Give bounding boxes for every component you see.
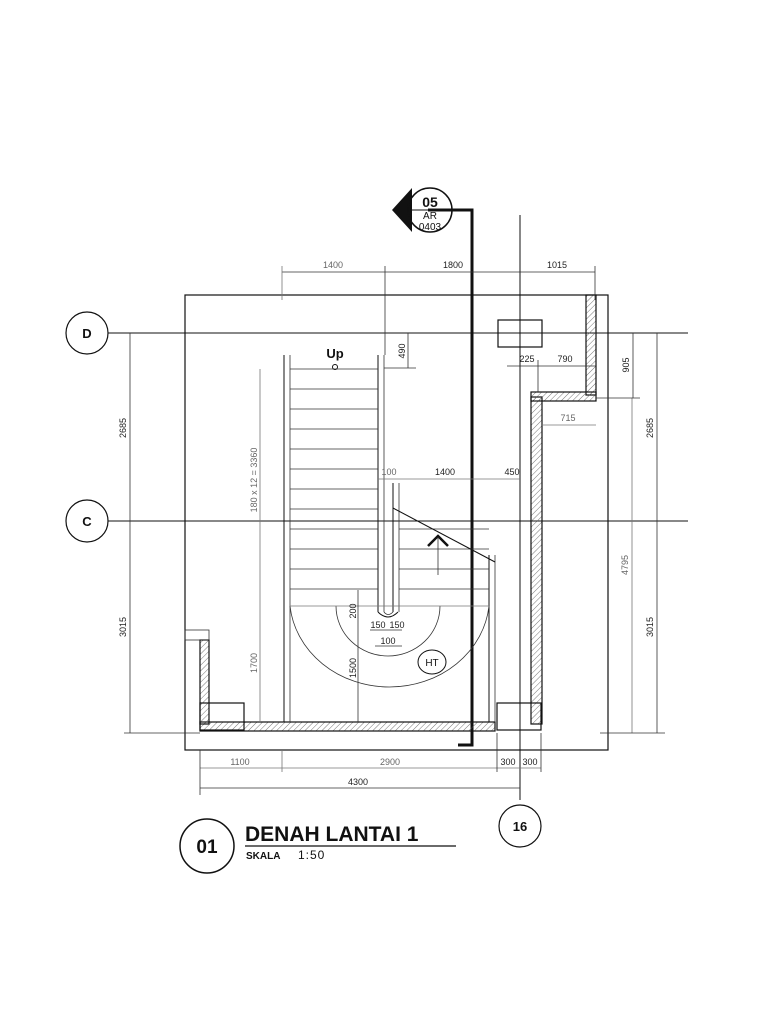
dim-inner-150b: 150 — [389, 620, 404, 630]
dim-top-1800: 1800 — [443, 260, 463, 270]
dim-inner-490: 490 — [397, 343, 407, 358]
dim-right-3015: 3015 — [645, 617, 655, 637]
dim-right-2685: 2685 — [645, 418, 655, 438]
dim-inner-150a: 150 — [370, 620, 385, 630]
stair-flight-left — [283, 355, 385, 722]
dim-inner-225: 225 — [519, 354, 534, 364]
grid-label-16: 16 — [513, 819, 527, 834]
stair-flight-right — [392, 483, 496, 722]
dim-top-1015: 1015 — [547, 260, 567, 270]
scale-label: SKALA — [246, 851, 280, 862]
up-label-group: Up — [326, 346, 344, 370]
dimension-lines — [124, 266, 665, 795]
section-sheet-number: 0403 — [419, 222, 442, 233]
grid-bubble-c: C — [65, 499, 109, 543]
dim-inner-200: 200 — [348, 603, 358, 618]
dim-right-905: 905 — [621, 357, 631, 372]
dim-inner-1500: 1500 — [348, 658, 358, 678]
plan-frame — [184, 294, 609, 751]
dim-bottom-4300: 4300 — [348, 777, 368, 787]
grid-bubble-d: D — [65, 311, 109, 355]
dim-left-3015: 3015 — [118, 617, 128, 637]
dim-bottom-300b: 300 — [522, 757, 537, 767]
grid-lines — [108, 215, 688, 800]
section-sheet-prefix: AR — [423, 211, 437, 222]
dim-inner-1700: 1700 — [249, 653, 259, 673]
dim-inner-100b: 100 — [380, 636, 395, 646]
dim-inner-790: 790 — [557, 354, 572, 364]
dim-top-1400: 1400 — [323, 260, 343, 270]
ht-label: HT — [425, 658, 438, 669]
columns — [199, 319, 543, 731]
handrail-turn — [377, 611, 399, 618]
dim-left-2685: 2685 — [118, 418, 128, 438]
grid-bubble-16: 16 — [498, 804, 542, 848]
drawing-title: DENAH LANTAI 1 — [245, 823, 419, 846]
grid-label-c: C — [82, 514, 92, 529]
scale-value: 1:50 — [298, 848, 325, 862]
dimension-texts: 1400 1800 1015 2685 3015 905 2685 3015 4… — [118, 260, 655, 787]
dim-inner-450: 450 — [504, 467, 519, 477]
walls — [184, 294, 597, 732]
title-block: 01 DENAH LANTAI 1 SKALA 1:50 — [179, 818, 456, 874]
dim-bottom-2900: 2900 — [380, 757, 400, 767]
title-number: 01 — [196, 837, 218, 858]
landing-arc — [289, 605, 490, 688]
dim-bottom-300a: 300 — [500, 757, 515, 767]
section-marker: 05 AR 0403 — [392, 187, 453, 233]
dim-inner-100a: 100 — [381, 467, 396, 477]
ht-tag: HT — [417, 649, 447, 675]
grid-label-d: D — [82, 326, 91, 341]
dim-inner-1400: 1400 — [435, 467, 455, 477]
tread-label: 180 x 12 = 3360 — [249, 448, 259, 513]
dim-right-715: 715 — [560, 413, 575, 423]
section-number: 05 — [422, 194, 438, 210]
dim-right-4795: 4795 — [620, 555, 630, 575]
up-label: Up — [326, 346, 343, 361]
dim-bottom-1100: 1100 — [230, 757, 249, 767]
